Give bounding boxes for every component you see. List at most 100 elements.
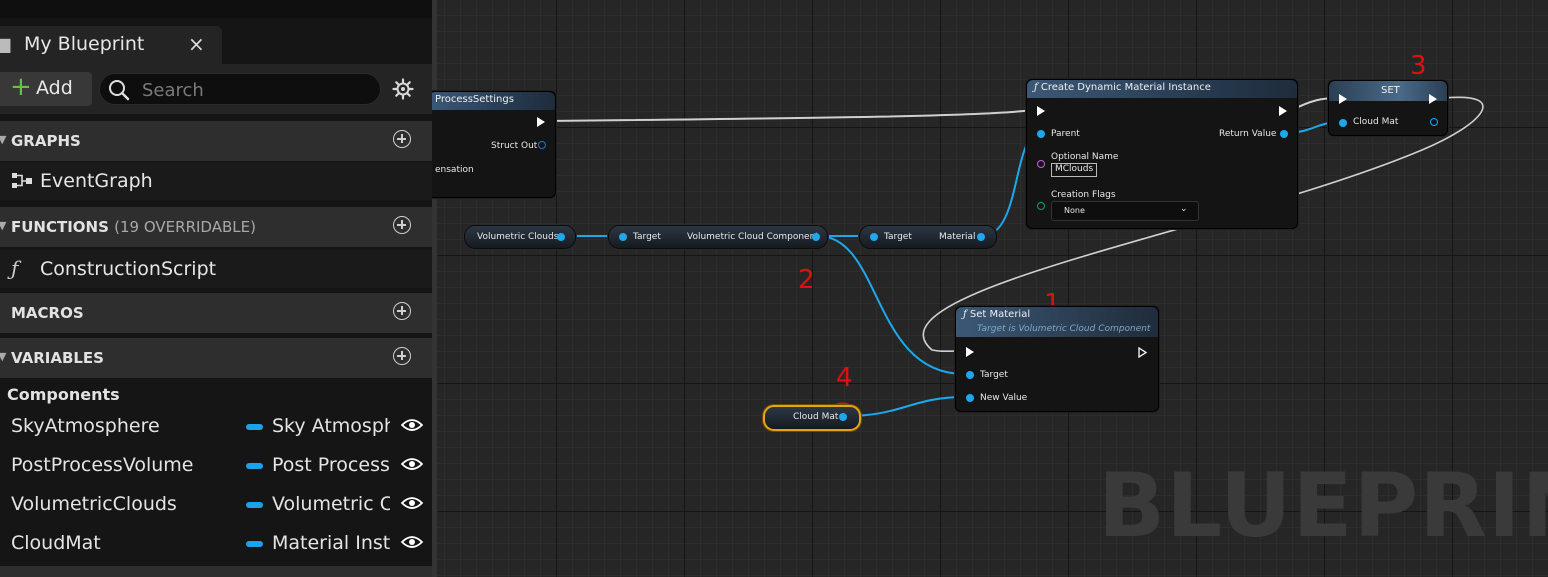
section-title: FUNCTIONS (19 OVERRIDABLE) — [11, 218, 256, 236]
variable-type[interactable]: Volumetric Cloud — [272, 493, 390, 515]
node-title: ProcessSettings — [435, 94, 514, 105]
eye-icon[interactable] — [401, 418, 423, 432]
eye-icon[interactable] — [401, 496, 423, 510]
cloud-mat-variable-node[interactable]: Cloud Mat — [763, 405, 861, 431]
node-header — [956, 307, 1158, 337]
panel-top-strip — [0, 0, 432, 18]
creation-flags-dropdown[interactable]: None ⌄ — [1051, 201, 1199, 221]
close-icon[interactable]: × — [188, 32, 205, 56]
node-header — [432, 92, 555, 110]
cloud-mat-label: Cloud Mat — [1353, 117, 1399, 127]
creation-flags-pin[interactable] — [1037, 202, 1045, 210]
set-material-node[interactable]: ƒ Set Material Target is Volumetric Clou… — [955, 306, 1159, 412]
panel-splitter[interactable] — [432, 0, 437, 577]
exec-out-pin[interactable] — [537, 117, 545, 127]
chevron-down-icon: ⌄ — [1180, 204, 1188, 214]
create-dynamic-material-instance-node[interactable]: ƒ Create Dynamic Material Instance Paren… — [1026, 79, 1298, 229]
my-blueprint-tab[interactable]: ▆ My Blueprint × — [0, 26, 222, 64]
section-title: GRAPHS — [11, 132, 81, 150]
blueprint-watermark: BLUEPRINT — [1098, 454, 1548, 557]
add-graph-icon[interactable] — [393, 130, 411, 148]
exec-out-pin[interactable] — [1279, 106, 1287, 116]
plus-icon: + — [10, 72, 32, 102]
variable-name: SkyAtmosphere — [11, 415, 160, 437]
variable-row[interactable]: PostProcessVolume Post Process Volume — [0, 446, 432, 484]
exec-out-pin[interactable] — [1138, 347, 1148, 358]
cloud-mat-in-pin[interactable] — [1339, 119, 1347, 127]
volumetric-clouds-variable-node[interactable]: Volumetric Clouds — [464, 225, 576, 249]
new-value-label: New Value — [980, 393, 1028, 403]
post-process-settings-node[interactable]: ProcessSettings Struct Out ensation — [432, 91, 556, 198]
variable-label: Cloud Mat — [793, 412, 839, 422]
optional-name-input[interactable]: MClouds — [1051, 163, 1098, 177]
search-icon — [109, 80, 130, 101]
search-input[interactable] — [140, 77, 374, 103]
eye-icon[interactable] — [401, 457, 423, 471]
return-value-label: Return Value — [1219, 129, 1277, 139]
section-functions[interactable]: ▼ FUNCTIONS (19 OVERRIDABLE) — [0, 207, 432, 247]
add-button-label: Add — [36, 77, 73, 99]
variable-type[interactable]: Post Process Volume — [272, 454, 390, 476]
target-pin[interactable] — [966, 371, 974, 379]
dropdown-value: None — [1064, 206, 1085, 215]
set-cloud-mat-node[interactable]: SET Cloud Mat — [1328, 80, 1448, 136]
variable-type[interactable]: Material Instance — [272, 532, 390, 554]
gear-icon[interactable] — [392, 78, 414, 100]
exec-in-pin[interactable] — [1339, 94, 1347, 104]
variable-label: Volumetric Clouds — [477, 232, 559, 242]
optional-name-pin[interactable] — [1037, 160, 1045, 168]
output-pin[interactable] — [812, 233, 820, 241]
output-pin[interactable] — [977, 233, 985, 241]
components-category[interactable]: Components — [7, 385, 120, 404]
function-icon: ƒ — [1034, 82, 1038, 93]
new-value-pin[interactable] — [966, 394, 974, 402]
construction-script-item[interactable]: ƒ ConstructionScript — [0, 250, 432, 288]
variable-type[interactable]: Sky Atmosphere — [272, 415, 390, 437]
get-material-node[interactable]: Target Material — [859, 225, 997, 249]
eye-icon[interactable] — [401, 535, 423, 549]
return-value-pin[interactable] — [1280, 130, 1288, 138]
variable-row[interactable]: VolumetricClouds Volumetric Cloud — [0, 485, 432, 523]
section-variables[interactable]: ▼ VARIABLES — [0, 338, 432, 378]
target-pin[interactable] — [870, 233, 878, 241]
collapse-triangle-icon: ▼ — [0, 133, 7, 146]
event-graph-canvas[interactable]: BLUEPRINT 1 2 3 4 ProcessSettings — [432, 0, 1548, 577]
section-macros[interactable]: MACROS — [0, 293, 432, 333]
tab-title: My Blueprint — [24, 33, 145, 55]
add-function-icon[interactable] — [393, 216, 411, 234]
my-blueprint-panel: ▆ My Blueprint × + Add ▼ — [0, 0, 432, 577]
variable-row[interactable]: SkyAtmosphere Sky Atmosphere — [0, 407, 432, 445]
exec-in-pin[interactable] — [966, 347, 974, 357]
object-type-pill-icon — [246, 463, 263, 469]
parent-label: Parent — [1051, 129, 1080, 139]
variable-name: CloudMat — [11, 532, 101, 554]
event-graph-item[interactable]: EventGraph — [0, 162, 432, 200]
target-label: Target — [633, 232, 661, 242]
node-title: ƒ Create Dynamic Material Instance — [1034, 82, 1211, 93]
struct-out-pin[interactable] — [538, 141, 546, 149]
event-graph-label: EventGraph — [40, 170, 153, 192]
add-variable-icon[interactable] — [393, 347, 411, 365]
node-header — [1329, 81, 1447, 101]
target-label: Target — [980, 370, 1008, 380]
section-graphs[interactable]: ▼ GRAPHS — [0, 121, 432, 161]
collapse-triangle-icon: ▼ — [0, 350, 7, 363]
add-button[interactable]: + Add — [0, 72, 92, 106]
parent-pin[interactable] — [1037, 130, 1045, 138]
node-subtitle: Target is Volumetric Cloud Component — [977, 324, 1151, 334]
get-volumetric-cloud-component-node[interactable]: Target Volumetric Cloud Component — [608, 225, 828, 249]
node-title: SET — [1381, 85, 1400, 96]
exec-out-pin[interactable] — [1429, 94, 1437, 104]
add-macro-icon[interactable] — [393, 302, 411, 320]
annotation-label: 4 — [836, 363, 853, 393]
exec-wire — [922, 96, 1484, 353]
search-box[interactable] — [99, 73, 381, 105]
variable-row[interactable]: CloudMat Material Instance — [0, 524, 432, 562]
cloud-mat-out-pin[interactable] — [1430, 118, 1438, 126]
exec-in-pin[interactable] — [1037, 106, 1045, 116]
target-pin[interactable] — [619, 233, 627, 241]
output-pin[interactable] — [839, 413, 847, 421]
exec-wire — [543, 109, 1033, 122]
output-pin[interactable] — [557, 233, 565, 241]
variable-name: PostProcessVolume — [11, 454, 194, 476]
